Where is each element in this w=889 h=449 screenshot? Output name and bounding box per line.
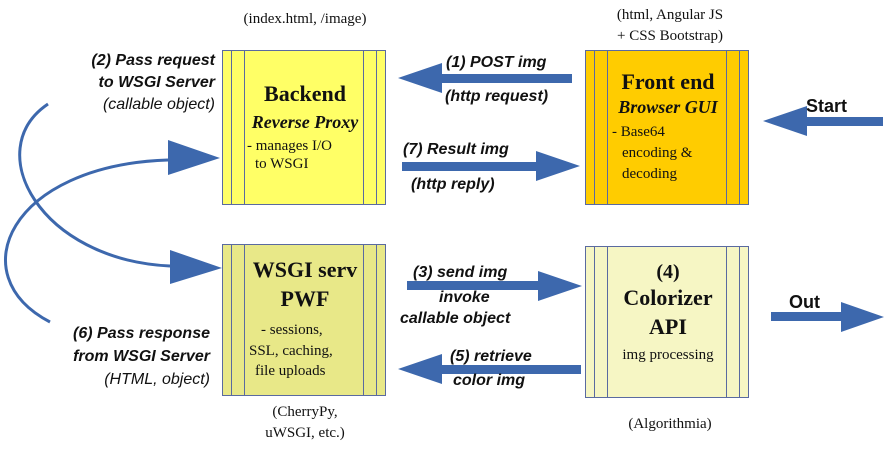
backend-body-line-2: to WSGI [255, 156, 309, 172]
pass-request-label-sub: (callable object) [102, 96, 215, 113]
out-label: Out [789, 292, 820, 312]
colorizer-title-line-1: (4) [656, 261, 680, 283]
frontend-body-line-1: - Base64 [612, 124, 665, 140]
pass-response-label-sub: (HTML, object) [104, 371, 210, 388]
send-img-arrow [407, 271, 582, 301]
frontend-body-line-3: decoding [622, 166, 677, 182]
backend-title: Backend [264, 81, 346, 106]
wsgi-body-line-2: SSL, caching, [249, 343, 333, 359]
retrieve-img-label-line-2: color img [453, 372, 526, 389]
frontend-caption-line-2: + CSS Bootstrap) [617, 28, 723, 44]
start-arrow [763, 106, 883, 136]
post-img-label-line-1: (1) POST img [446, 54, 547, 71]
frontend-body-line-2: encoding & [622, 145, 693, 161]
frontend-subtitle: Browser GUI [618, 97, 718, 117]
backend-left-bar [231, 51, 245, 204]
backend-subtitle: Reverse Proxy [251, 112, 359, 132]
colorizer-box: (4) Colorizer API img processing [585, 246, 749, 398]
start-label: Start [806, 96, 848, 116]
frontend-caption-line-1: (html, Angular JS [616, 7, 724, 23]
colorizer-body-line-1: img processing [622, 347, 714, 363]
colorizer-title-line-2: Colorizer [623, 285, 713, 310]
wsgi-caption-line-1: (CherryPy, [272, 404, 338, 420]
post-img-arrow [398, 63, 572, 93]
result-img-arrow [402, 151, 580, 181]
retrieve-img-arrow [398, 354, 581, 384]
wsgi-title-line-2: PWF [280, 286, 330, 311]
wsgi-body-line-3: file uploads [255, 363, 326, 379]
frontend-box: Front end Browser GUI - Base64 encoding … [585, 50, 749, 205]
send-img-label-line-2: invoke [439, 289, 490, 306]
frontend-right-bar [726, 51, 740, 204]
wsgi-left-bar [231, 245, 245, 395]
backend-box: Backend Reverse Proxy - manages I/O to W… [222, 50, 386, 205]
colorizer-title-line-3: API [649, 314, 687, 339]
send-img-label-line-3: callable object [400, 310, 511, 327]
colorizer-left-bar [594, 247, 608, 397]
out-arrow [771, 302, 884, 332]
frontend-title: Front end [621, 69, 715, 94]
wsgi-body-line-1: - sessions, [261, 322, 323, 338]
backend-body-line-1: - manages I/O [247, 138, 332, 154]
send-img-label-line-1: (3) send img [413, 264, 508, 281]
result-img-label-line-2: (http reply) [411, 176, 495, 193]
pass-response-label-line-2: from WSGI Server [73, 348, 210, 365]
wsgi-caption-line-2: uWSGI, etc.) [265, 425, 345, 441]
frontend-left-bar [594, 51, 608, 204]
retrieve-img-label-line-1: (5) retrieve [450, 348, 532, 365]
backend-caption: (index.html, /image) [243, 11, 367, 27]
wsgi-title-line-1: WSGI serv [252, 257, 358, 282]
colorizer-right-bar [726, 247, 740, 397]
pass-request-label-line-1: (2) Pass request [91, 52, 215, 69]
wsgi-right-bar [363, 245, 377, 395]
colorizer-caption: (Algorithmia) [628, 416, 712, 432]
result-img-label-line-1: (7) Result img [403, 141, 509, 158]
pass-response-curve-arrow [4, 140, 220, 324]
wsgi-box: WSGI serv PWF - sessions, SSL, caching, … [222, 244, 386, 396]
pass-request-curve-arrow [18, 102, 222, 284]
pass-response-label-line-1: (6) Pass response [73, 325, 210, 342]
pass-request-label-line-2: to WSGI Server [98, 74, 215, 91]
backend-right-bar [363, 51, 377, 204]
post-img-label-line-2: (http request) [445, 88, 549, 105]
